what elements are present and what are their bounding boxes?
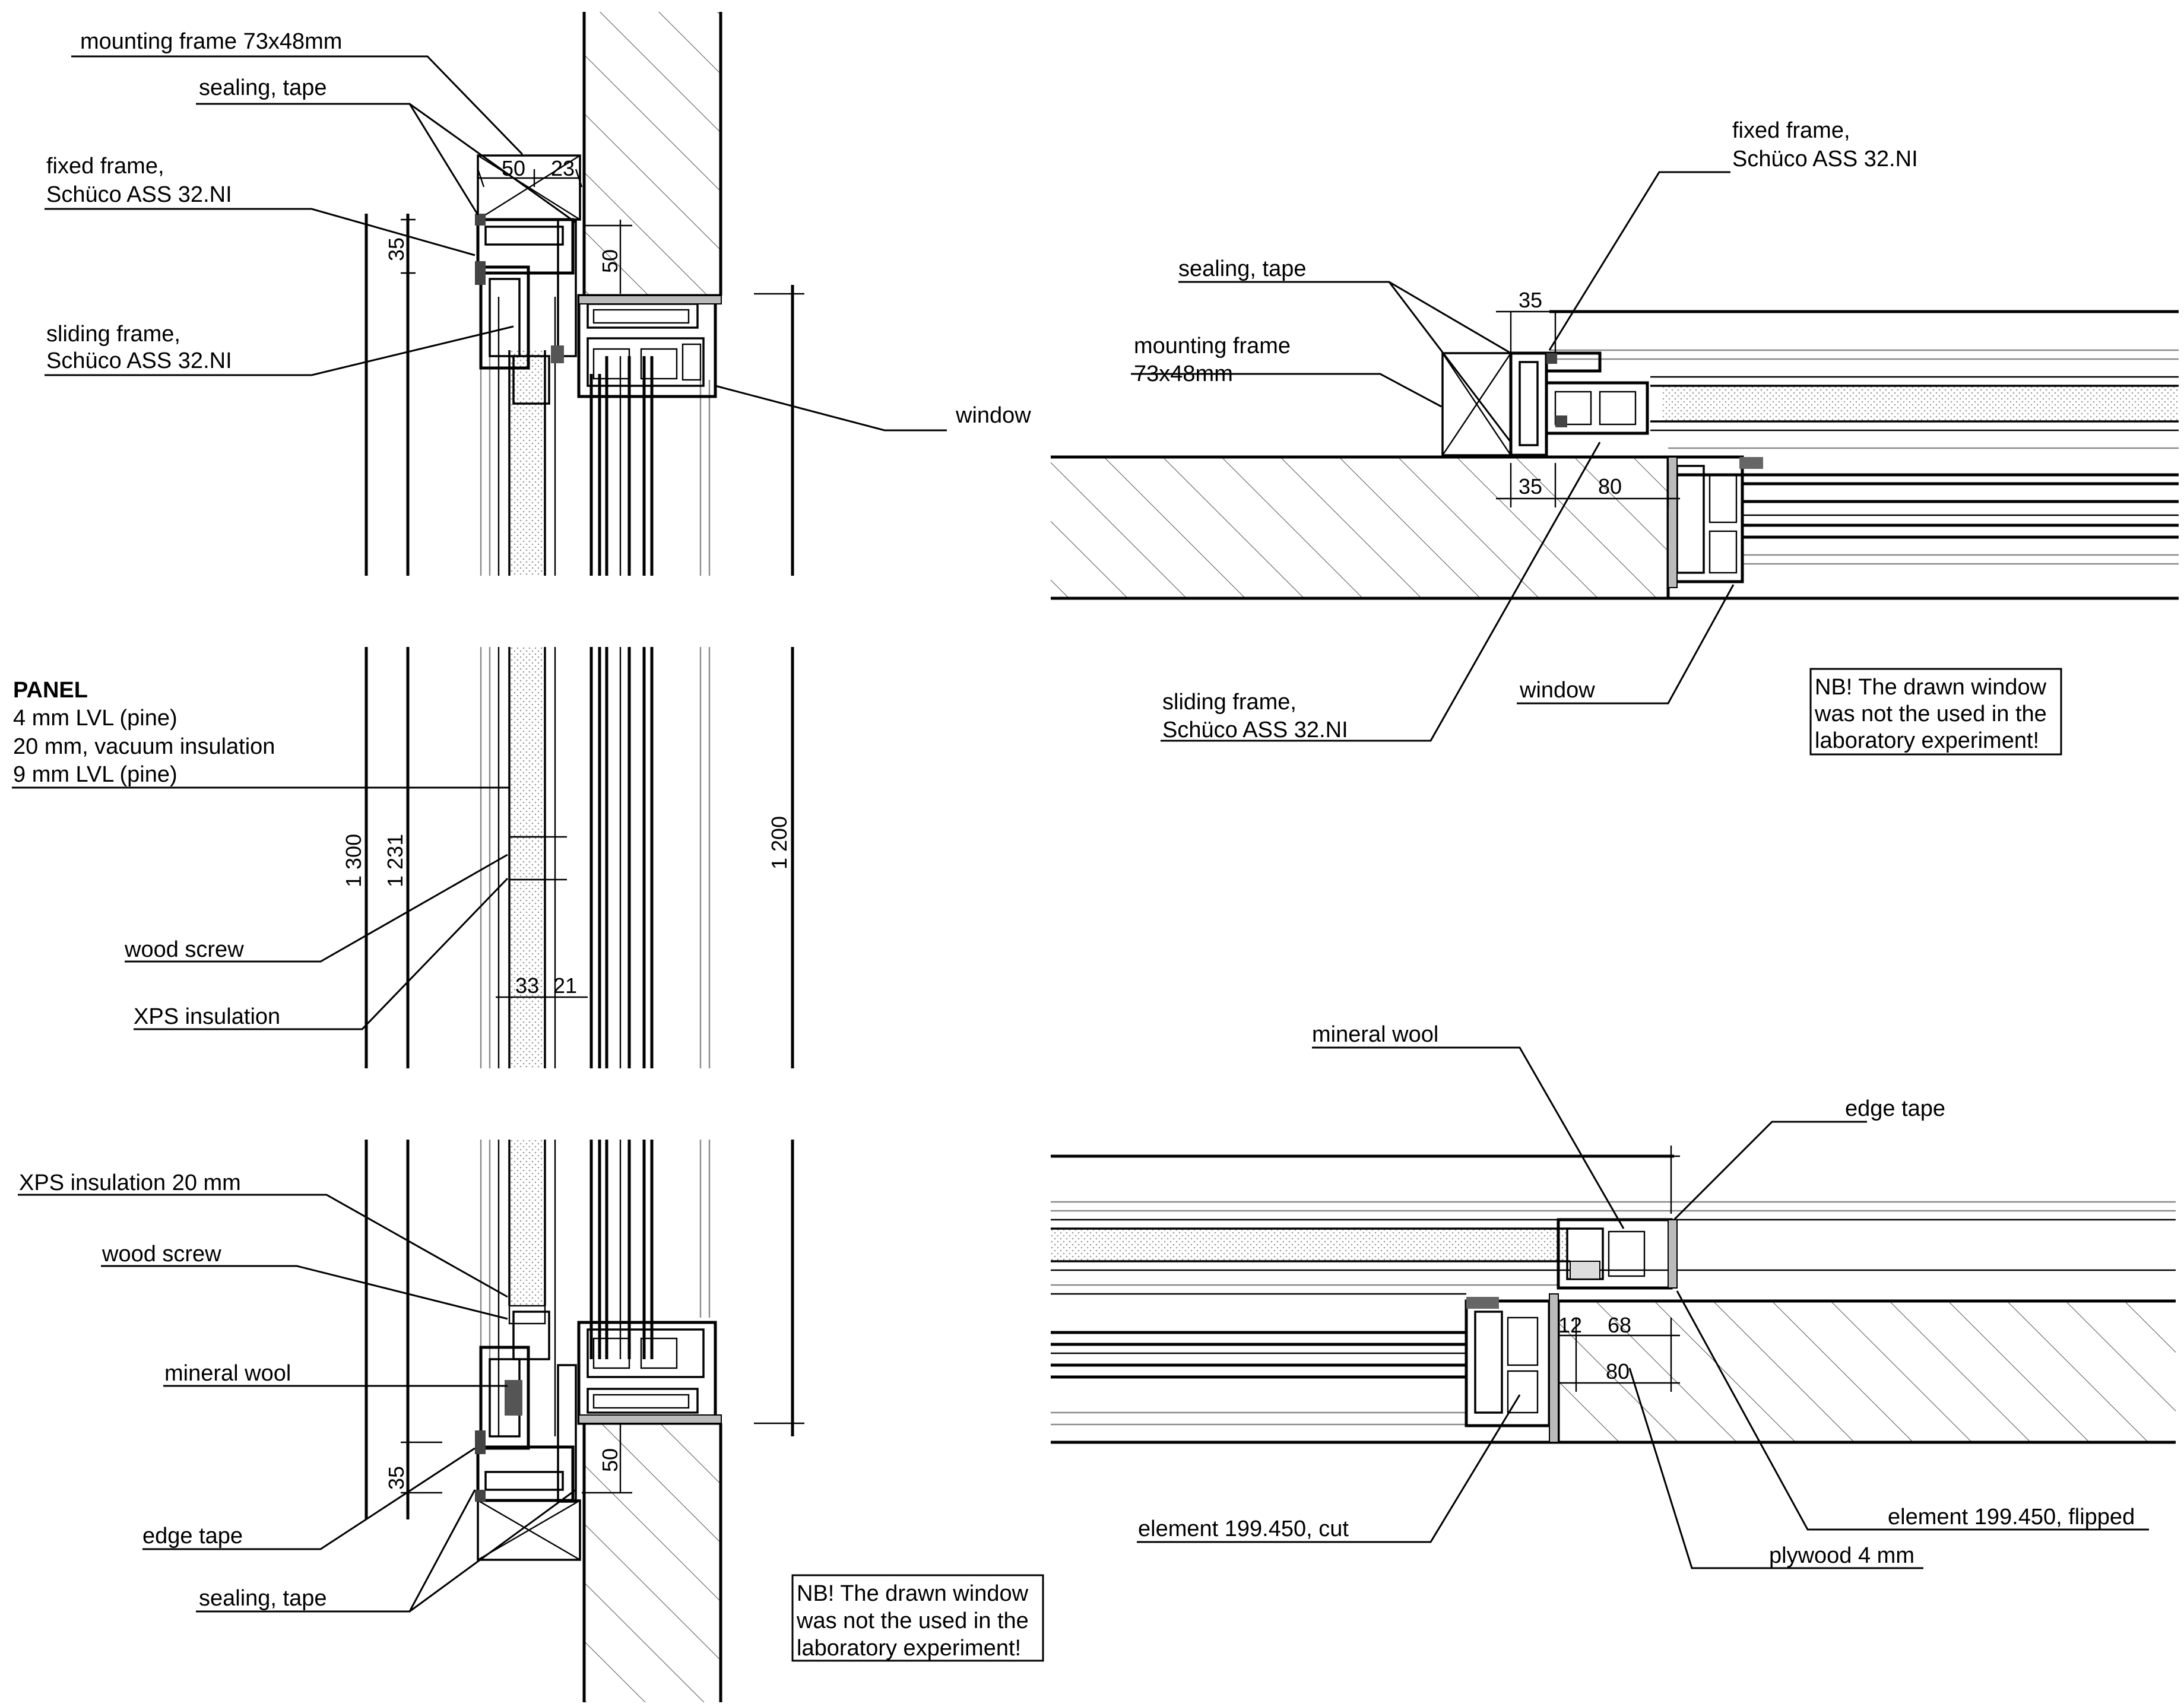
label-edge-tape-bottom: edge tape: [142, 1524, 243, 1549]
tr-label-mounting-frame-2: 73x48mm: [1134, 361, 1233, 386]
nb-note-bottom: NB! The drawn window was not the used in…: [791, 1574, 1044, 1662]
tr-concrete-wall: [1051, 455, 2179, 600]
horizontal-section-top: 35 35 80 fixed frame, Schüco ASS 32.NI s…: [1051, 118, 2179, 756]
tr-label-mounting-frame-1: mounting frame: [1134, 334, 1291, 358]
label-panel-line1: 4 mm LVL (pine): [13, 706, 177, 731]
tr-label-fixed-frame-1: fixed frame,: [1732, 118, 1850, 143]
dim-1200: 1 200: [767, 816, 791, 870]
window-frame-bottom: [577, 1321, 722, 1425]
dim-35-bottom: 35: [384, 1466, 408, 1490]
tr-label-sliding-frame-1: sliding frame,: [1162, 690, 1297, 715]
br-label-mineral-wool: mineral wool: [1312, 1022, 1438, 1047]
label-wood-screw-mid: wood screw: [124, 937, 244, 962]
nb-note-right-line1: NB! The drawn window: [1815, 675, 2047, 700]
dim-21: 21: [553, 973, 577, 998]
tr-dim-35-top: 35: [1519, 288, 1542, 312]
label-sliding-frame-top-1: sliding frame,: [46, 322, 180, 347]
label-mounting-frame-top: mounting frame 73x48mm: [80, 29, 342, 54]
br-concrete-wall: [1557, 1299, 2176, 1444]
tr-label-fixed-frame-2: Schüco ASS 32.NI: [1732, 147, 1918, 172]
tr-glazing-lines: [1549, 310, 2179, 565]
br-label-plywood: plywood 4 mm: [1769, 1543, 1914, 1568]
br-dim-80: 80: [1606, 1359, 1630, 1384]
label-xps-bottom: XPS insulation 20 mm: [19, 1170, 241, 1195]
dim-50v-bottom: 50: [598, 1448, 622, 1472]
dim-23-top: 23: [551, 156, 575, 180]
label-sliding-frame-top-2: Schüco ASS 32.NI: [46, 348, 232, 373]
br-dimensions: [1051, 1146, 1680, 1392]
br-label-element-flipped: element 199.450, flipped: [1888, 1505, 2135, 1530]
dim-33: 33: [515, 973, 539, 998]
br-dim-68: 68: [1608, 1313, 1631, 1337]
label-xps-mid: XPS insulation: [134, 1004, 280, 1029]
nb-note-right-line2: was not the used in the: [1814, 702, 2047, 726]
tr-label-window: window: [1519, 678, 1595, 703]
dim-50v-top: 50: [598, 249, 622, 273]
tr-dim-35-bottom: 35: [1519, 474, 1542, 499]
tr-mounting-frame: [1441, 351, 1649, 457]
dim-1300: 1 300: [341, 834, 366, 887]
label-panel-line3: 9 mm LVL (pine): [13, 762, 177, 787]
label-window-top: window: [955, 403, 1031, 428]
nb-note-bottom-line2: was not the used in the: [796, 1608, 1029, 1633]
br-dim-12: 12: [1558, 1313, 1582, 1337]
vertical-section: 50 23 35 50 1 300 1 231 1 200 33 21 35 5…: [12, 12, 1044, 1702]
nb-note-right: NB! The drawn window was not the used in…: [1809, 668, 2062, 756]
nb-note-right-line3: laboratory experiment!: [1815, 728, 2039, 753]
br-label-element-cut: element 199.450, cut: [1138, 1516, 1349, 1541]
mounting-frame-top: [475, 154, 581, 405]
br-leaders: [1137, 1046, 2149, 1569]
window-frame-top: [577, 294, 722, 398]
tr-dim-80: 80: [1598, 474, 1622, 499]
window-glazing-vertical: [589, 356, 654, 1359]
panel: [497, 297, 567, 1436]
tr-dimensions: [1496, 310, 1680, 507]
tr-window-frame: [1666, 455, 1763, 588]
vertical-dimensions: [401, 169, 804, 1494]
label-panel-title: PANEL: [13, 678, 88, 703]
tr-label-sealing-tape: sealing, tape: [1178, 256, 1307, 281]
label-mineral-wool-bottom: mineral wool: [164, 1361, 291, 1386]
tr-leaders: [1131, 171, 1735, 742]
dim-50-top: 50: [502, 156, 525, 180]
label-wood-screw-bottom: wood screw: [102, 1242, 221, 1267]
br-label-edge-tape: edge tape: [1845, 1096, 1945, 1121]
mounting-frame-bottom: [475, 1311, 581, 1561]
leaders-vertical-section: [12, 55, 947, 1613]
label-sealing-tape-top: sealing, tape: [199, 75, 327, 100]
label-fixed-frame-top-2: Schüco ASS 32.NI: [46, 182, 232, 207]
label-sealing-tape-bottom: sealing, tape: [199, 1586, 327, 1611]
br-frames: [1465, 1218, 1678, 1443]
tr-label-sliding-frame-2: Schüco ASS 32.NI: [1162, 718, 1348, 743]
nb-note-bottom-line3: laboratory experiment!: [797, 1636, 1021, 1661]
label-fixed-frame-top-1: fixed frame,: [46, 154, 164, 179]
nb-note-bottom-line1: NB! The drawn window: [797, 1581, 1029, 1606]
dim-35-top: 35: [384, 237, 408, 261]
dim-1231: 1 231: [383, 834, 407, 887]
label-panel-line2: 20 mm, vacuum insulation: [13, 734, 275, 759]
horizontal-section-bottom: 12 68 80 mineral wool edge tape element …: [1051, 1022, 2176, 1569]
